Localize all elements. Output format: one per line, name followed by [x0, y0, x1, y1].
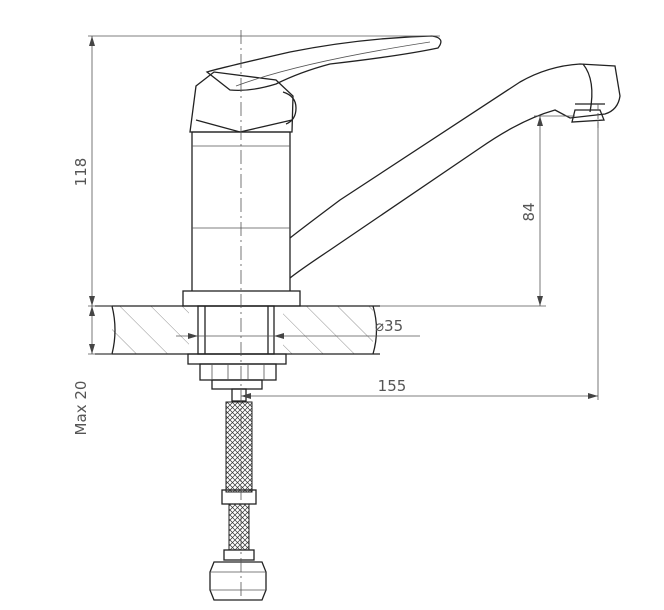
hole-diameter-label: ⌀35: [375, 317, 403, 335]
braided-hose: [209, 401, 267, 601]
dimension-reach-155: 155: [241, 120, 599, 400]
spout-height-84-label: 84: [520, 202, 538, 221]
dimension-max-thickness: Max 20: [72, 306, 112, 435]
dimension-spout-84: 84: [380, 115, 575, 307]
faucet-body: [182, 35, 621, 307]
mounting-hardware: [187, 305, 287, 402]
countertop-section: [95, 305, 380, 355]
dimension-hole-diameter: ⌀35: [176, 317, 420, 339]
dimension-height-118: 118: [72, 35, 440, 307]
max-thickness-label: Max 20: [72, 381, 90, 436]
reach-155-label: 155: [378, 377, 407, 395]
height-118-label: 118: [72, 158, 90, 187]
